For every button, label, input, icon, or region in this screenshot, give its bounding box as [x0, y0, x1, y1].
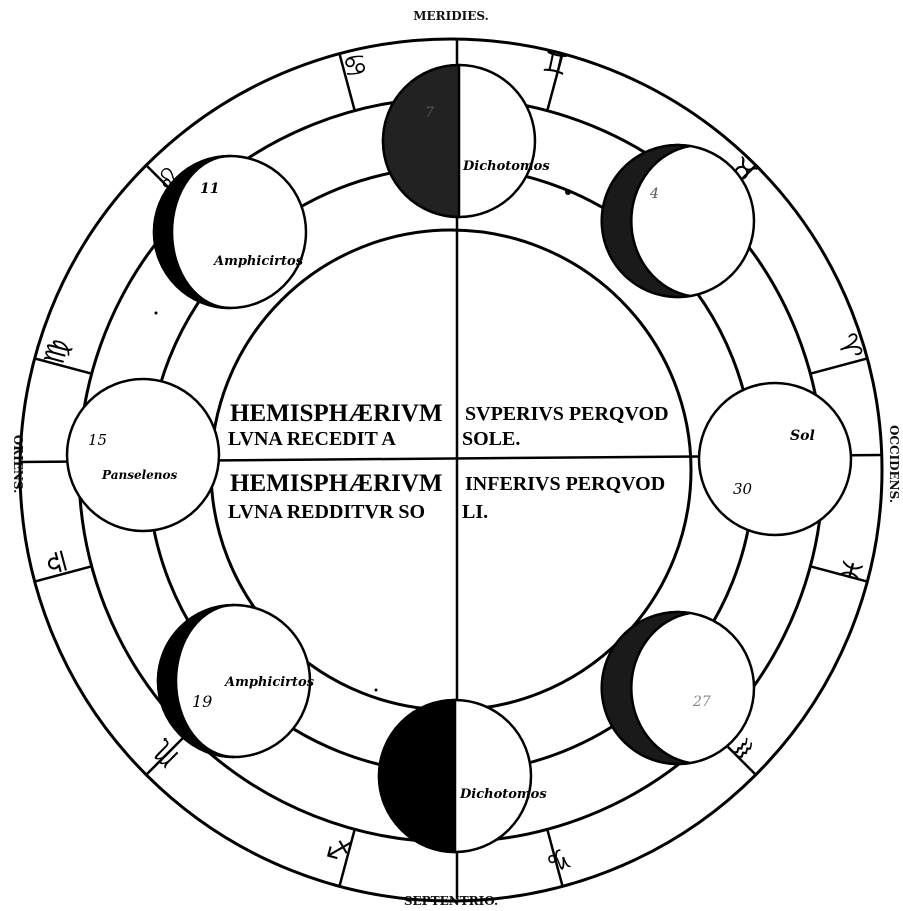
moon-right-number: 30 [733, 480, 753, 498]
moon-bottom-right-number: 27 [692, 694, 711, 710]
dot-marker [375, 689, 378, 692]
virgo-sign-icon: ♍ [37, 335, 75, 368]
sagittarius-sign-icon: ♐ [323, 829, 356, 867]
moon-top: 7 Dichotomos [383, 65, 550, 217]
moon-top-right-number: 4 [649, 186, 659, 202]
moon-bottom-left-label: Amphicirtos [223, 675, 315, 690]
moon-top-left-number: 11 [200, 181, 219, 197]
label-oriens: ORIENS. [11, 435, 25, 494]
moon-left-number: 15 [88, 431, 107, 449]
upper-hemisphere-line1-left: HEMISPHÆRIVM [230, 400, 443, 427]
moon-top-left: 11 Amphicirtos [154, 156, 306, 308]
label-meridies: MERIDIES. [413, 9, 489, 23]
libra-sign-icon: ♎ [37, 546, 75, 579]
pisces-sign-icon: ♓ [831, 554, 869, 587]
moon-bottom-left: Amphicirtos 19 [158, 605, 315, 757]
gemini-sign-icon: ♊ [540, 45, 571, 82]
label-occidens: OCCIDENS. [887, 425, 901, 503]
upper-hemisphere-line2-left: LVNA RECEDIT A [228, 428, 396, 450]
lower-hemisphere-line1-left: HEMISPHÆRIVM [230, 470, 443, 497]
upper-hemisphere-line2-right: SOLE. [462, 428, 520, 450]
central-inscription: HEMISPHÆRIVM SVPERIVS PERQVOD LVNA RECED… [228, 400, 669, 523]
moon-top-number: 7 [425, 105, 434, 121]
lower-hemisphere-line2-left: LVNA REDDITVR SO [228, 501, 425, 523]
capricorn-sign-icon: ♑ [542, 840, 575, 878]
lower-hemisphere-line2-right: LI. [462, 501, 488, 523]
moon-top-label: Dichotomos [462, 159, 550, 174]
lower-hemisphere-line1-right: INFERIVS PERQVOD [465, 473, 665, 495]
moon-top-right: 4 [602, 145, 754, 297]
dot-marker [565, 189, 571, 195]
moon-right-label: Sol [790, 428, 815, 444]
scorpio-sign-icon: ♏ [144, 733, 185, 774]
cancer-sign-icon: ♋ [340, 47, 370, 84]
moon-bottom: Dichotomos [379, 700, 547, 852]
moon-left-label: Panselenos [101, 468, 178, 482]
moon-bottom-left-number: 19 [192, 692, 212, 711]
upper-hemisphere-line1-right: SVPERIVS PERQVOD [465, 403, 669, 425]
moon-right: Sol 30 [699, 383, 851, 535]
moon-bottom-right: 27 [602, 612, 754, 764]
moon-left: 15 Panselenos [67, 379, 219, 531]
moon-top-left-label: Amphicirtos [212, 254, 304, 269]
dot-marker [155, 312, 158, 315]
moon-bottom-label: Dichotomos [459, 787, 547, 802]
